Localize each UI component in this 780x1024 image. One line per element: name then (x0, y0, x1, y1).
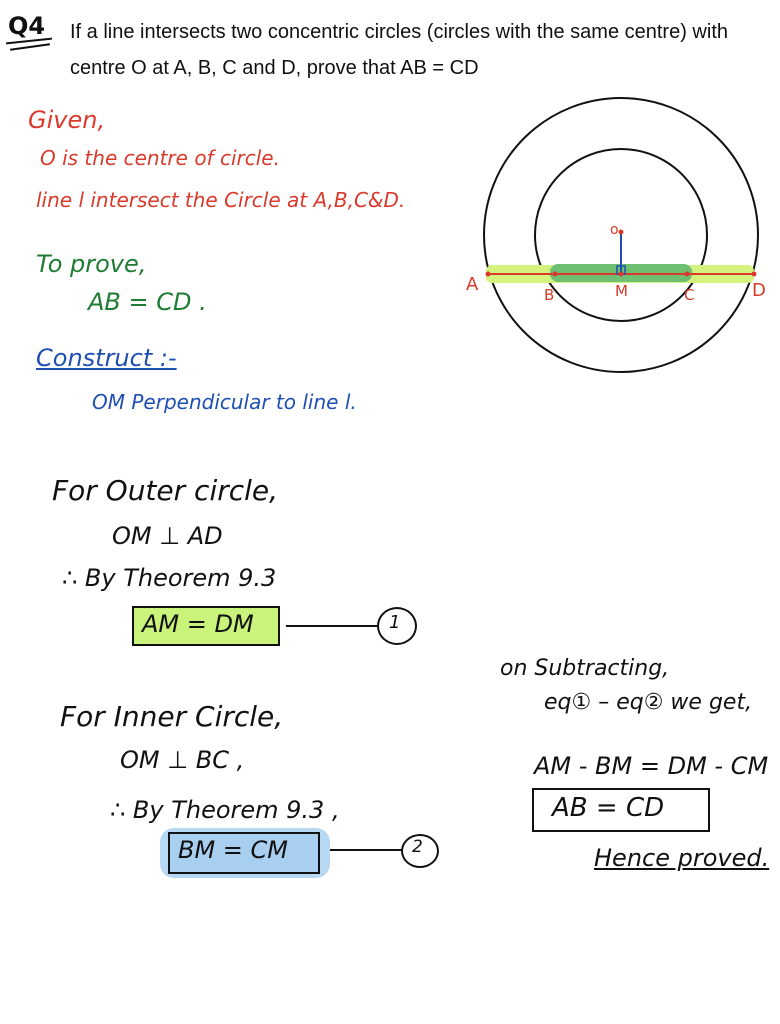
to-prove-statement: AB = CD . (88, 288, 207, 316)
equation-1-box (132, 606, 280, 646)
label-d: D (752, 280, 766, 301)
inner-circle (534, 148, 708, 322)
point-o (618, 229, 624, 235)
equation-1-number-circle (377, 607, 417, 645)
equation-1: AM = DM (142, 610, 254, 638)
conclusion-box (532, 788, 710, 832)
point-m (618, 271, 624, 277)
equation-2: BM = CM (178, 836, 289, 864)
equation-2-pointer (330, 849, 402, 851)
given-heading: Given, (28, 106, 106, 134)
hence-proved: Hence proved. (594, 844, 770, 872)
label-b: B (544, 286, 554, 304)
outer-circle (483, 97, 759, 373)
question-number-underline-2 (10, 43, 50, 51)
question-text: If a line intersects two concentric circ… (70, 21, 728, 79)
inner-perpendicular: OM ⊥ BC , (120, 746, 245, 774)
point-b (552, 271, 558, 277)
equation-2-box (168, 832, 320, 874)
label-o: o (610, 222, 619, 238)
outer-circle-heading: For Outer circle, (52, 474, 279, 507)
given-line-1: O is the centre of circle. (40, 146, 280, 170)
outer-perpendicular: OM ⊥ AD (112, 522, 223, 550)
inner-circle-heading: For Inner Circle, (60, 700, 284, 733)
construct-line: OM Perpendicular to line l. (92, 390, 357, 414)
point-d (751, 271, 757, 277)
construct-heading: Construct :- (36, 344, 177, 372)
equation-1-number: 1 (389, 612, 401, 633)
outer-theorem: ∴ By Theorem 9.3 (62, 564, 277, 592)
to-prove-heading: To prove, (36, 250, 147, 278)
given-line-2: line l intersect the Circle at A,B,C&D. (36, 188, 406, 212)
label-m: M (615, 282, 628, 300)
subtracting-heading: on Subtracting, (500, 656, 670, 681)
equation-2-number-circle (401, 834, 439, 868)
question-number: Q4 (8, 12, 46, 40)
point-c (684, 271, 690, 277)
equation-1-pointer (286, 625, 378, 627)
subtracting-equations: eq① – eq② we get, (544, 690, 753, 715)
label-a: A (466, 274, 479, 295)
inner-theorem: ∴ By Theorem 9.3 , (110, 796, 340, 824)
subtraction-result: AM - BM = DM - CM (534, 752, 769, 780)
concentric-circles-diagram: o A B M C D (466, 97, 766, 373)
point-a (485, 271, 491, 277)
conclusion: AB = CD (552, 793, 665, 823)
equation-2-number: 2 (412, 837, 423, 857)
label-c: C (684, 286, 694, 304)
